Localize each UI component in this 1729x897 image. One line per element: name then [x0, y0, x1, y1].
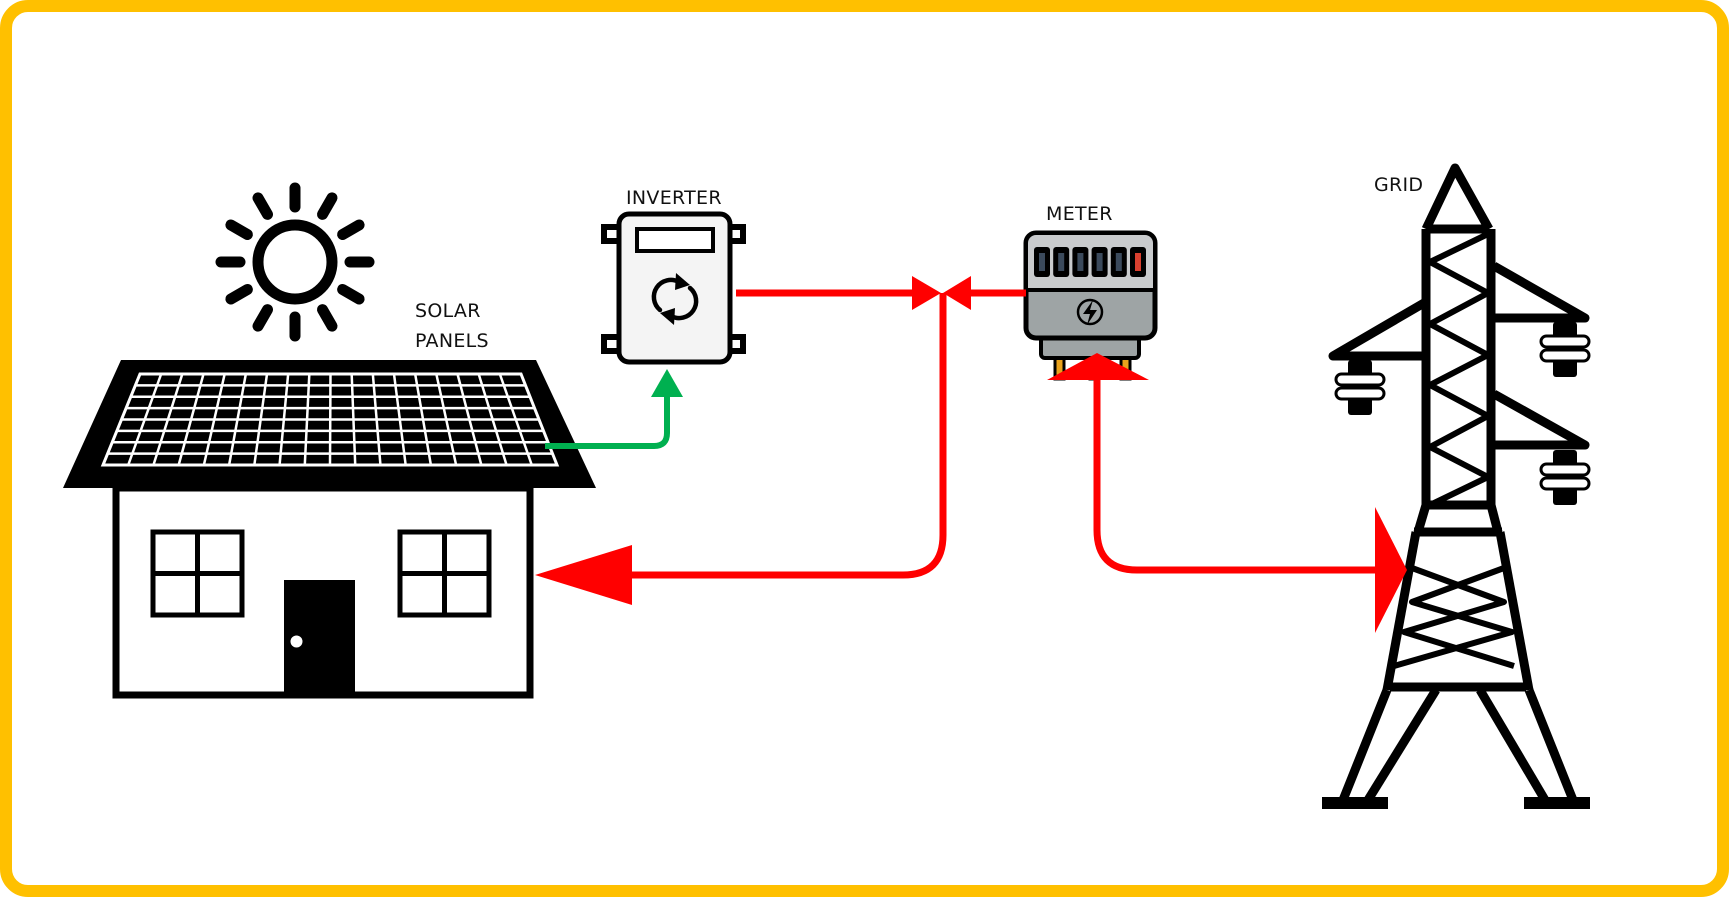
solar-panel-col-line: [413, 373, 433, 466]
meter-digit-value: [1135, 253, 1141, 271]
meter-digit-value: [1096, 253, 1103, 271]
solar-panel-array: [100, 372, 560, 467]
solar-panel-col-line: [498, 373, 533, 466]
ac-flow-meter-to-junction: [943, 276, 1026, 310]
solar-panel-col-line: [202, 373, 226, 466]
sun-icon: [215, 182, 375, 342]
meter-label: METER: [1046, 203, 1113, 225]
house-icon: [63, 360, 596, 699]
lightning-bolt-icon: [1076, 298, 1104, 326]
meter-digit-value: [1115, 253, 1122, 271]
insulator-disc: [1334, 386, 1386, 401]
house-window-right: [397, 529, 492, 618]
sun-ray: [337, 284, 365, 305]
insulator: [1539, 322, 1591, 377]
meter-digit-value: [1039, 253, 1045, 271]
solar-panels-label-line2: PANELS: [415, 330, 489, 352]
sun-ray: [225, 284, 253, 305]
door-knob: [290, 635, 303, 648]
solar-panel-col-line: [152, 373, 184, 466]
inverter-mount-brackets: [601, 224, 746, 354]
insulator-disc: [1539, 334, 1591, 349]
insulator-disc: [1539, 462, 1591, 477]
solar-panel-col-line: [350, 373, 357, 466]
solar-panels-label: SOLAR PANELS: [415, 296, 489, 356]
meter-digit-value: [1058, 253, 1065, 271]
house-window-left: [150, 529, 245, 618]
tower-arm-right-lower: [1491, 390, 1590, 450]
solar-panel-col-line: [435, 373, 458, 466]
insulator-disc: [1539, 476, 1591, 491]
solar-panels-label-line1: SOLAR: [415, 300, 481, 322]
insulator-disc: [1539, 348, 1591, 363]
solar-panel-col-line: [253, 373, 269, 466]
insulator: [1334, 360, 1386, 415]
sun-ray: [252, 192, 273, 220]
inverter-label: INVERTER: [626, 187, 722, 209]
tower-arm-right-upper: [1491, 262, 1590, 323]
ac-flow-inverter-to-junction: [736, 276, 941, 310]
solar-panel-col-line: [371, 373, 382, 466]
insulator: [1539, 450, 1591, 505]
sun-ray: [317, 192, 338, 220]
tower-arm-left: [1328, 299, 1427, 361]
tower-peak: [1421, 163, 1493, 232]
solar-panel-col-line: [477, 373, 508, 466]
sun-disc: [252, 219, 338, 305]
transmission-tower-icon: [1322, 163, 1590, 809]
inverter-display: [635, 227, 715, 253]
inverter-icon: [601, 211, 746, 365]
meter-digits: [1034, 247, 1146, 277]
sun-ray: [252, 304, 273, 332]
tower-foot-left: [1322, 797, 1388, 809]
solar-panel-col-line: [227, 373, 248, 466]
ac-flow-meter-grid-bidirectional: [1047, 353, 1407, 633]
solar-panel-col-line: [303, 373, 311, 466]
meter-digit-value: [1077, 253, 1084, 271]
insulator-disc: [1334, 372, 1386, 387]
sun-ray: [317, 304, 338, 332]
meter-icon: [1023, 230, 1158, 381]
ac-flow-junction-to-house: [535, 293, 947, 605]
sun-ray: [225, 219, 253, 240]
insulators: [1334, 322, 1591, 505]
refresh-cycle-icon: [651, 273, 699, 325]
solar-panel-col-line: [278, 373, 290, 466]
solar-panel-col-line: [127, 373, 163, 466]
grid-label: GRID: [1374, 174, 1424, 196]
dc-flow-arrow: [545, 369, 683, 449]
tower-foot-right: [1524, 797, 1590, 809]
solar-panel-col-line: [456, 373, 483, 466]
solar-panel-col-line: [328, 373, 332, 466]
sun-ray: [337, 219, 365, 240]
solar-panel-col-line: [177, 373, 205, 466]
tower-upper-lattice: [1427, 231, 1491, 508]
solar-panel-col-line: [392, 373, 407, 466]
